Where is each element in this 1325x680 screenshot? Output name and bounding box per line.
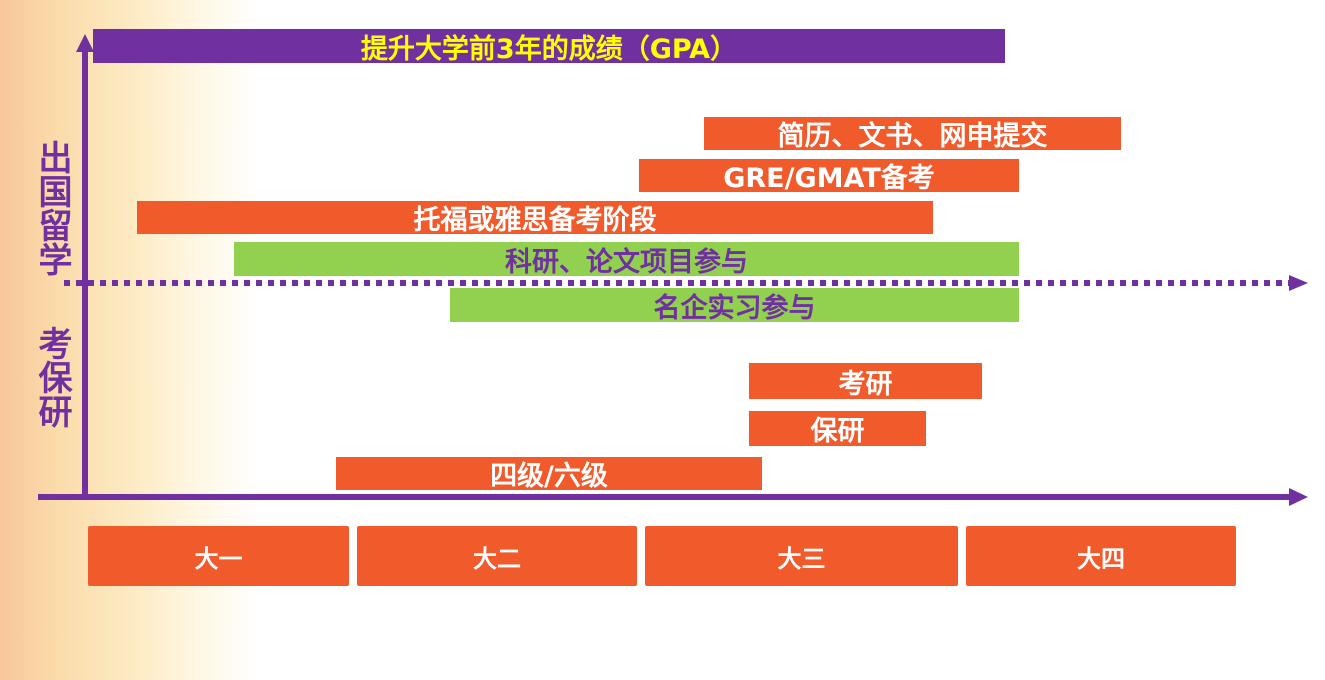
bar-baoyan: 保研	[749, 411, 926, 447]
y-axis-arrow-icon	[76, 34, 94, 52]
bar-research: 科研、论文项目参与	[234, 242, 1019, 278]
x-axis-arrow-icon	[1289, 488, 1308, 506]
bar-cet: 四级/六级	[336, 457, 762, 492]
label-domestic: 考保研	[32, 326, 72, 428]
divider-arrow-icon	[1289, 275, 1308, 291]
year-4: 大四	[966, 526, 1236, 586]
year-3: 大三	[645, 526, 958, 586]
bar-application: 简历、文书、网申提交	[704, 117, 1121, 152]
label-abroad: 出国留学	[32, 140, 72, 276]
year-2: 大二	[357, 526, 637, 586]
bar-gre: GRE/GMAT备考	[639, 159, 1019, 194]
bar-toefl: 托福或雅思备考阶段	[137, 201, 933, 236]
bar-kaoyan: 考研	[749, 363, 982, 400]
bar-internship: 名企实习参与	[450, 288, 1019, 324]
bar-gpa: 提升大学前3年的成绩（GPA）	[93, 29, 1005, 65]
year-1: 大一	[88, 526, 349, 586]
